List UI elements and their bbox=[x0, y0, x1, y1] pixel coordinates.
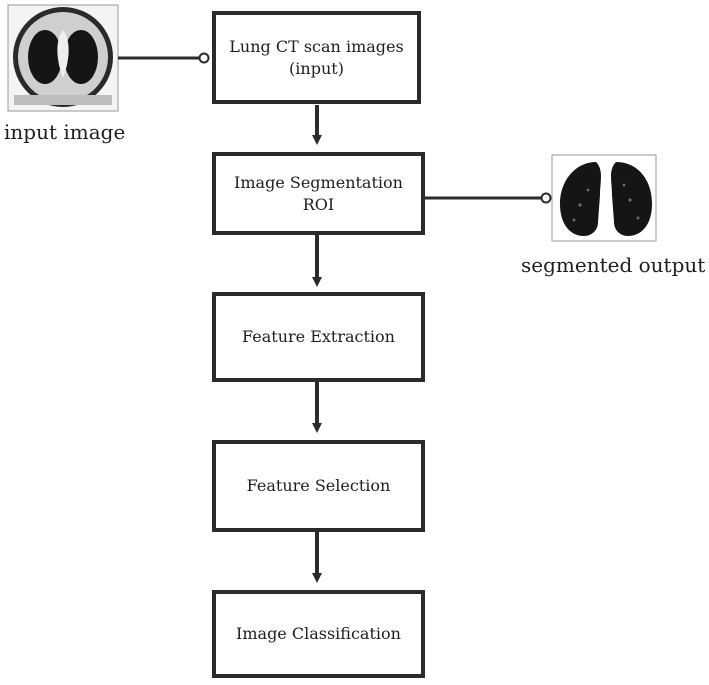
input-ct-image bbox=[7, 4, 119, 112]
segmented-output-caption: segmented output bbox=[521, 253, 706, 277]
step-label-line1: Image Segmentation bbox=[234, 172, 403, 192]
step-label-line1: Lung CT scan images bbox=[229, 36, 404, 56]
step-lung-ct-scan: Lung CT scan images (input) bbox=[212, 11, 421, 104]
step-label-line2: (input) bbox=[289, 58, 344, 78]
output-connector-node bbox=[540, 192, 552, 204]
input-connector-node bbox=[198, 52, 210, 64]
step-feature-selection: Feature Selection bbox=[212, 440, 425, 532]
step-label-line2: ROI bbox=[302, 194, 335, 214]
step-image-classification: Image Classification bbox=[212, 590, 425, 678]
step-label: Feature Extraction bbox=[242, 327, 395, 347]
step-label: Image Classification bbox=[236, 624, 401, 644]
step-label: Feature Selection bbox=[246, 476, 391, 496]
step-feature-extraction: Feature Extraction bbox=[212, 292, 425, 382]
input-image-caption: input image bbox=[4, 120, 126, 144]
segmented-lung-image bbox=[551, 154, 657, 242]
step-image-segmentation: Image Segmentation ROI bbox=[212, 152, 425, 235]
